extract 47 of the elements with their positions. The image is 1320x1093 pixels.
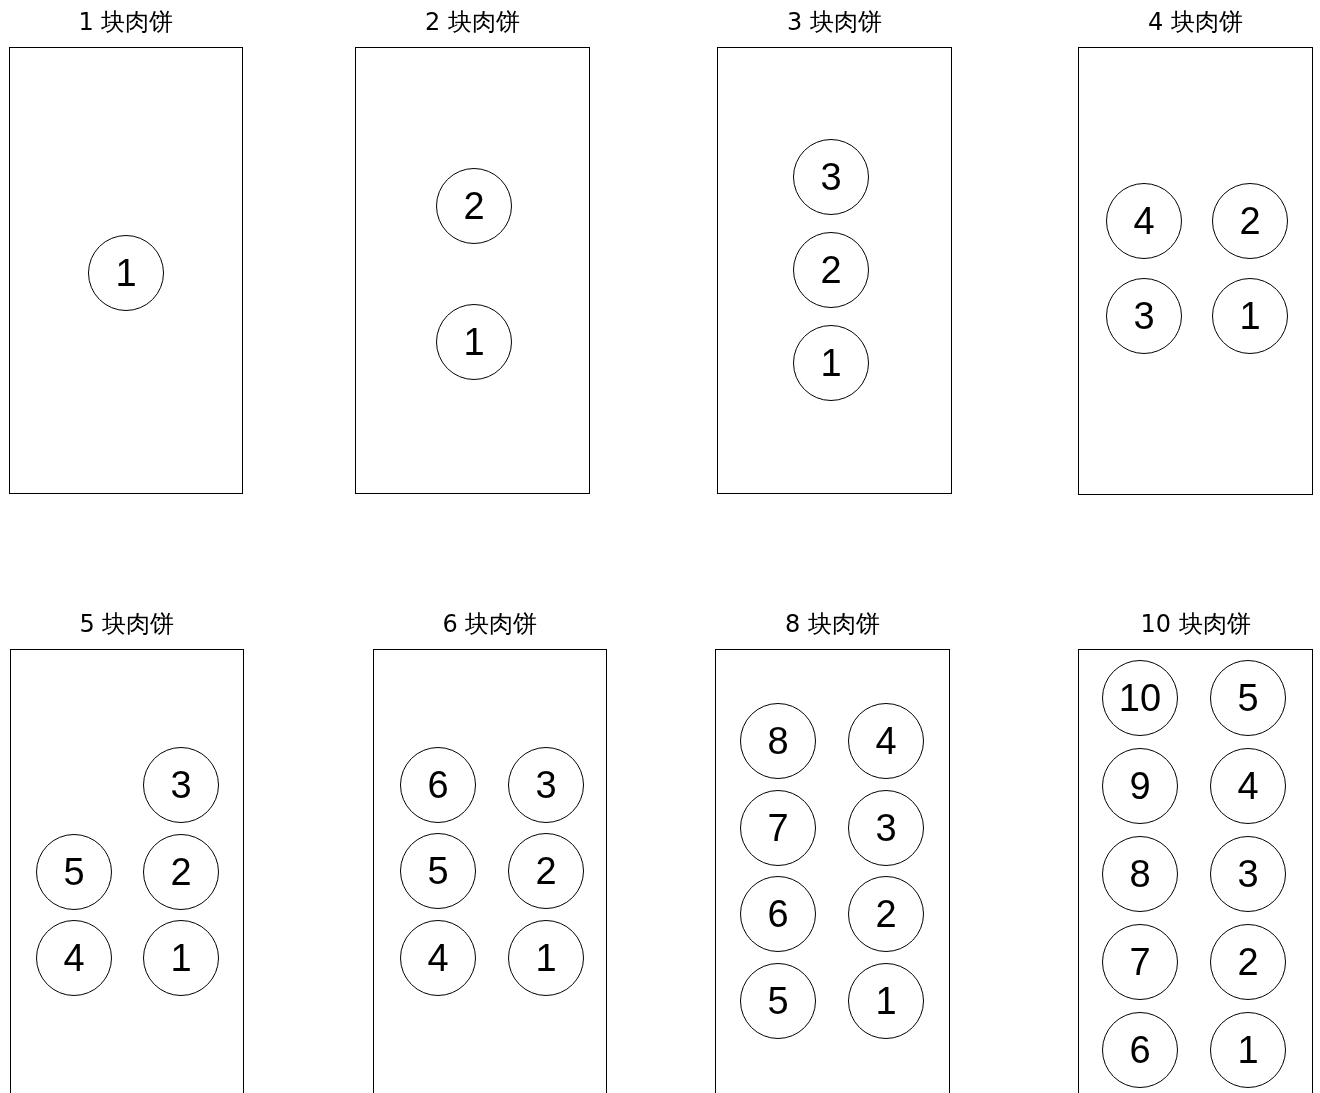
panel-heading: 1 块肉饼	[77, 7, 175, 37]
panel-heading: 4 块肉饼	[1147, 7, 1244, 37]
patty-circle: 2	[508, 833, 584, 909]
patty-circle: 1	[508, 920, 584, 996]
patty-circle: 2	[436, 168, 512, 244]
patty-circle: 1	[143, 920, 219, 996]
patty-circle: 2	[793, 232, 869, 308]
patty-circle: 3	[508, 747, 584, 823]
panel-heading: 2 块肉饼	[424, 7, 521, 37]
patty-circle: 1	[1212, 278, 1288, 354]
patty-circle: 4	[1210, 748, 1286, 824]
patty-circle: 2	[848, 876, 924, 952]
patty-circle: 1	[1210, 1012, 1286, 1088]
patty-circle: 6	[400, 747, 476, 823]
patty-circle: 4	[400, 920, 476, 996]
patty-circle: 2	[143, 834, 219, 910]
patty-circle: 5	[400, 833, 476, 909]
patty-circle: 7	[1102, 924, 1178, 1000]
panel-heading: 3 块肉饼	[786, 7, 883, 37]
patty-circle: 8	[1102, 836, 1178, 912]
patty-circle: 5	[36, 834, 112, 910]
patty-circle: 5	[1210, 660, 1286, 736]
patty-circle: 2	[1210, 924, 1286, 1000]
patty-circle: 6	[1102, 1012, 1178, 1088]
patty-circle: 4	[36, 920, 112, 996]
patty-circle: 4	[1106, 183, 1182, 259]
patty-circle: 3	[848, 790, 924, 866]
patty-circle: 3	[1106, 278, 1182, 354]
panel-heading: 8 块肉饼	[784, 609, 881, 639]
patty-circle: 1	[436, 304, 512, 380]
patty-circle: 2	[1212, 183, 1288, 259]
patty-circle: 6	[740, 876, 816, 952]
panel-heading: 5 块肉饼	[78, 609, 176, 639]
patty-circle: 3	[143, 747, 219, 823]
patty-circle: 4	[848, 703, 924, 779]
patty-circle: 1	[848, 963, 924, 1039]
panel-heading: 6 块肉饼	[441, 609, 539, 639]
patty-circle: 3	[793, 139, 869, 215]
patty-circle: 7	[740, 790, 816, 866]
patty-circle: 3	[1210, 836, 1286, 912]
patty-circle: 9	[1102, 748, 1178, 824]
patty-circle: 10	[1102, 660, 1178, 736]
panel-heading: 10 块肉饼	[1139, 609, 1252, 639]
patty-circle: 1	[793, 325, 869, 401]
patty-circle: 5	[740, 963, 816, 1039]
patty-circle: 1	[88, 235, 164, 311]
patty-circle: 8	[740, 703, 816, 779]
